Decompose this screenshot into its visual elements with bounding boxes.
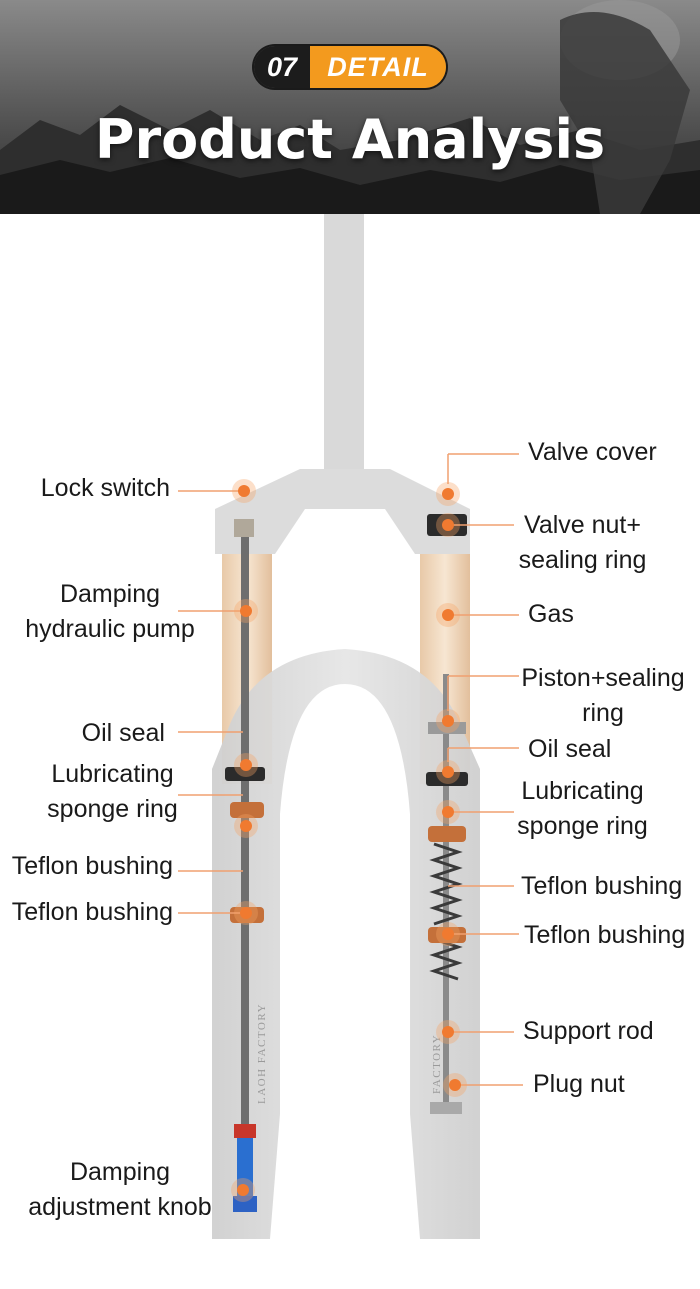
label-lubricating-right-line1: Lubricating — [521, 777, 644, 805]
left-leg-decal: LAOH FACTORY — [256, 1003, 268, 1104]
label-valve-cover: Valve cover — [528, 438, 657, 466]
label-gas: Gas — [528, 600, 574, 628]
callout-markers — [231, 479, 467, 1202]
label-damping-pump-line1: Damping — [59, 580, 161, 608]
label-teflon-left-1: Teflon bushing — [11, 852, 173, 880]
lower-legs-arch — [212, 649, 480, 1239]
piston-part — [428, 722, 466, 734]
label-plug-nut: Plug nut — [533, 1070, 625, 1098]
steerer-tube — [324, 214, 364, 469]
knob-blue-part — [237, 1138, 253, 1196]
label-teflon-right-1: Teflon bushing — [521, 872, 683, 900]
right-rod — [443, 674, 449, 1114]
rider-silhouette — [560, 12, 690, 214]
right-spring-lower — [429, 937, 463, 981]
label-knob-line1: Damping — [69, 1158, 171, 1186]
badge-number: 07 — [254, 46, 310, 88]
header-banner: 07 DETAIL Product Analysis — [0, 0, 700, 214]
right-spring — [429, 842, 463, 926]
leader-lines — [178, 453, 523, 1086]
right-leg-decal: FACTORY — [431, 1034, 443, 1094]
fork-crown — [215, 469, 470, 554]
label-lubricating-right-line2: sponge ring — [517, 812, 648, 840]
page-title: Product Analysis — [94, 108, 606, 171]
label-piston-line1: Piston+sealing — [521, 664, 685, 692]
label-teflon-left-2: Teflon bushing — [11, 898, 173, 926]
mountain-background — [0, 0, 700, 214]
label-lubricating-left-line2: sponge ring — [47, 795, 178, 823]
lock-switch-part — [234, 519, 254, 537]
label-damping-pump-line2: hydraulic pump — [25, 615, 195, 643]
label-valve-nut-line2: sealing ring — [518, 546, 647, 574]
label-lock-switch: Lock switch — [40, 474, 170, 502]
label-piston-line2: ring — [582, 699, 624, 727]
label-oil-seal-left: Oil seal — [81, 719, 165, 747]
label-valve-nut-line1: Valve nut+ — [524, 511, 641, 539]
label-oil-seal-right: Oil seal — [528, 735, 612, 763]
label-knob-line2: adjustment knob — [28, 1193, 212, 1221]
fork-diagram: LAOH FACTORY FACTORY — [178, 214, 523, 1239]
detail-badge: 07 DETAIL — [254, 46, 446, 88]
label-teflon-right-2: Teflon bushing — [524, 921, 686, 949]
right-oil-seal-part — [426, 772, 468, 786]
label-support-rod: Support rod — [523, 1017, 654, 1045]
knob-red-part — [234, 1124, 256, 1138]
left-oil-seal-part — [225, 767, 265, 781]
label-lubricating-left-line1: Lubricating — [51, 760, 174, 788]
left-sponge-ring-part — [230, 802, 264, 818]
knob-cap — [233, 1196, 257, 1212]
plug-nut-part — [430, 1102, 462, 1114]
badge-word: DETAIL — [310, 46, 446, 88]
right-sponge-ring-part — [428, 826, 466, 842]
